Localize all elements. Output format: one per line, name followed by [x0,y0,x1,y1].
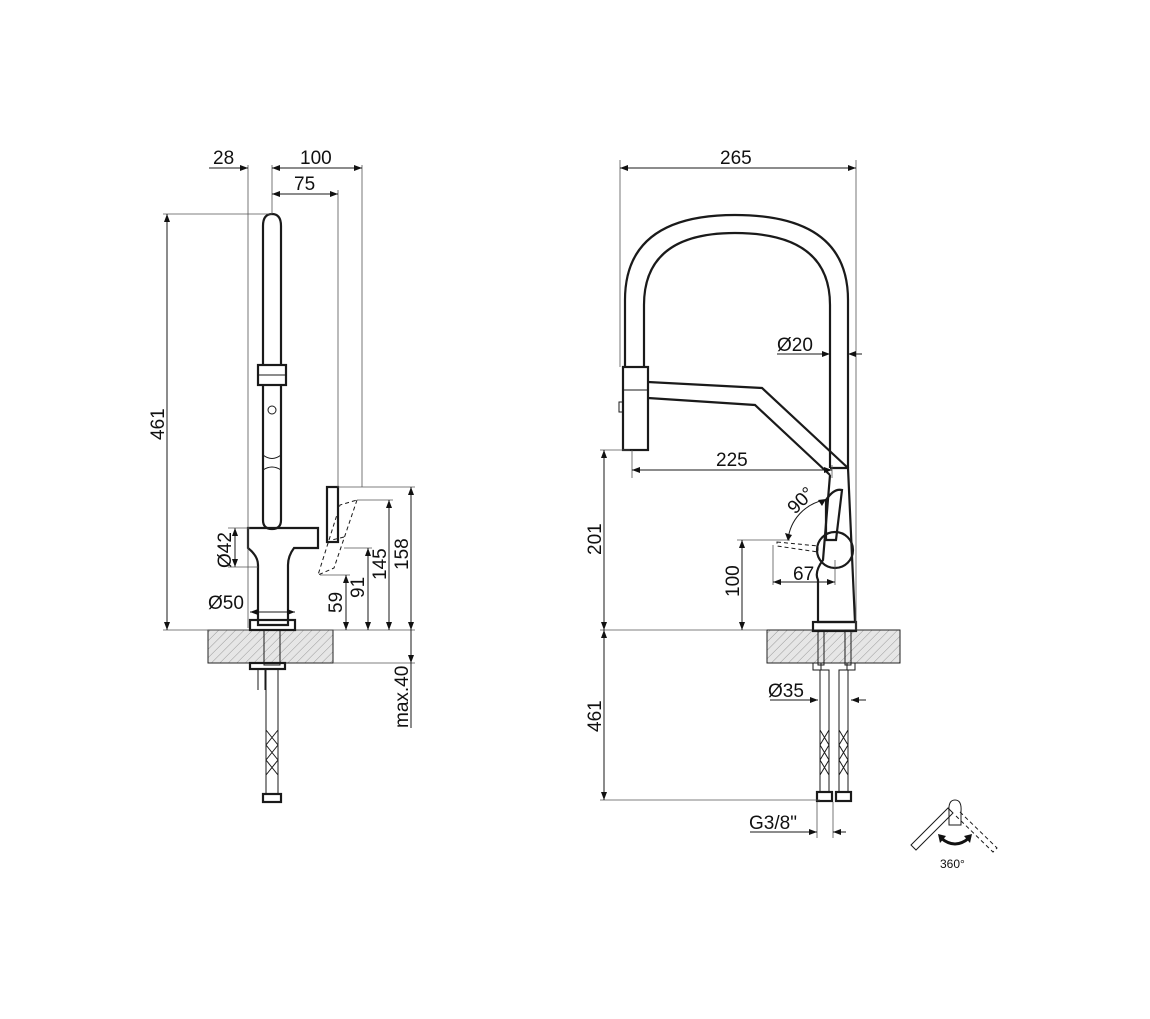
side-dim-158: 158 [392,538,413,570]
front-support-arm [647,380,849,476]
side-dim-d42: Ø42 [215,532,236,568]
side-dim-max40: max.40 [392,666,413,728]
front-dim-265: 265 [720,148,752,169]
front-spray-head [621,365,650,452]
front-dim-67: 67 [793,564,814,585]
front-dim-d20: Ø20 [777,335,813,356]
front-dim-g38: G3/8" [749,813,797,834]
side-countertop [207,629,334,664]
side-spout [261,212,283,365]
front-dim-461: 461 [585,700,606,732]
front-countertop [766,629,901,664]
side-dim-d50: Ø50 [208,593,244,614]
side-dim-145: 145 [370,548,391,580]
rotation-label: 360° [940,857,965,871]
front-dim-100: 100 [723,565,744,597]
side-body [246,526,320,627]
rotation-360-icon: 360° [910,799,998,871]
front-dim-90: 90° [784,483,819,518]
front-dim-201: 201 [585,523,606,555]
front-view: 265 Ø20 225 90° 201 100 67 461 Ø35 G3/8" [585,148,901,838]
side-dim-91: 91 [348,577,369,598]
side-dim-461: 461 [148,408,169,440]
front-arch-hose [623,213,850,468]
front-dim-225: 225 [716,450,748,471]
front-dim-d35: Ø35 [768,681,804,702]
side-dim-59: 59 [326,592,347,613]
side-dim-100: 100 [300,148,332,169]
side-dim-75: 75 [294,174,315,195]
side-dim-28: 28 [213,148,234,169]
side-view: 28 100 75 461 Ø42 Ø50 59 91 145 158 max.… [148,148,415,804]
